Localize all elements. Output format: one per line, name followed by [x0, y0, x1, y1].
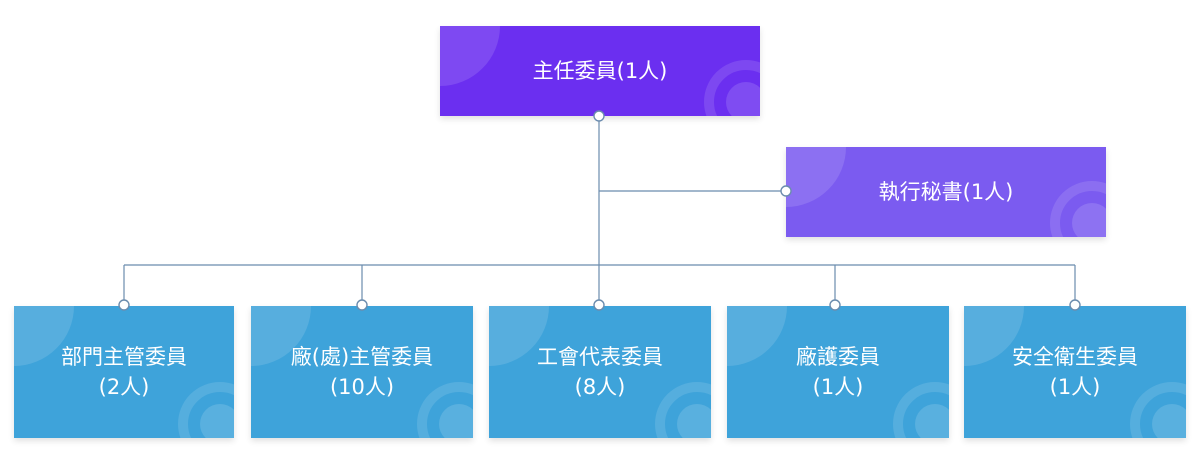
secretary-label: 執行秘書(1人) [878, 179, 1014, 204]
member-name: 部門主管委員 [61, 344, 187, 369]
member-connector-dot-4 [829, 299, 841, 311]
member-count: (1人) [1049, 375, 1101, 399]
chairman-label: 主任委員(1人) [532, 58, 668, 83]
member-count: (1人) [812, 375, 864, 399]
member-connector-dot-1 [118, 299, 130, 311]
member-box-1: 部門主管委員 (2人) [14, 306, 234, 438]
member-box-4: 廠護委員 (1人) [727, 306, 949, 438]
member-box-2: 廠(處)主管委員 (10人) [251, 306, 473, 438]
member-connector-dot-5 [1069, 299, 1081, 311]
member-connector-dot-2 [356, 299, 368, 311]
member-name: 廠(處)主管委員 [290, 344, 434, 369]
member-connector-dot-3 [593, 299, 605, 311]
member-count: (10人) [329, 375, 395, 399]
member-box-3: 工會代表委員 (8人) [489, 306, 711, 438]
member-box-5: 安全衛生委員 (1人) [964, 306, 1186, 438]
member-count: (2人) [98, 375, 150, 399]
member-count: (8人) [574, 375, 626, 399]
chairman-connector-dot [593, 110, 605, 122]
member-name: 工會代表委員 [537, 344, 663, 369]
secretary-box: 執行秘書(1人) [786, 147, 1106, 237]
member-name: 廠護委員 [796, 344, 880, 369]
member-name: 安全衛生委員 [1012, 344, 1138, 369]
chairman-box: 主任委員(1人) [440, 26, 760, 116]
secretary-connector-dot [780, 185, 792, 197]
